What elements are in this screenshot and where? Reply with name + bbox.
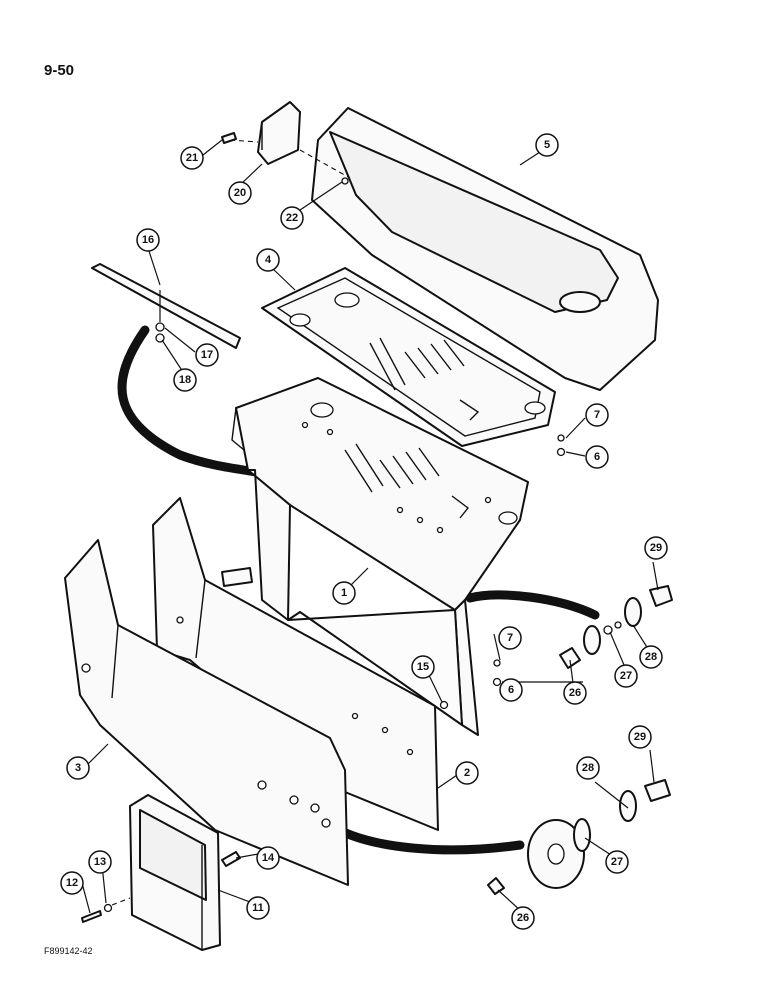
callout-26-lower: 26 (511, 906, 535, 930)
callout-4: 4 (256, 248, 280, 272)
svg-text:18: 18 (179, 374, 191, 386)
callout-22: 22 (280, 206, 304, 230)
callout-11: 11 (246, 896, 270, 920)
svg-text:27: 27 (611, 856, 623, 868)
washer-6-lower (492, 677, 502, 687)
panel-decal-part (261, 267, 556, 447)
svg-text:2: 2 (464, 767, 470, 779)
washer-17 (155, 322, 165, 332)
svg-text:3: 3 (75, 762, 81, 774)
svg-text:6: 6 (508, 684, 514, 696)
callout-16: 16 (136, 228, 160, 252)
callout-15: 15 (411, 655, 435, 679)
svg-text:17: 17 (201, 349, 213, 361)
callout-13: 13 (88, 850, 112, 874)
callout-2: 2 (455, 761, 479, 785)
lower-hardware-set (487, 779, 671, 895)
callout-7-upper: 7 (585, 403, 609, 427)
svg-text:1: 1 (341, 587, 347, 599)
callout-18: 18 (173, 368, 197, 392)
nut-15 (439, 700, 449, 710)
nut-7-lower (493, 659, 501, 667)
svg-text:6: 6 (594, 451, 600, 463)
corner-bracket-part (257, 101, 301, 165)
svg-text:15: 15 (417, 661, 429, 673)
outer-side-panel-part (64, 539, 349, 886)
callout-3: 3 (66, 756, 90, 780)
svg-text:11: 11 (252, 902, 264, 914)
callout-20: 20 (228, 181, 252, 205)
top-cover-part (311, 107, 659, 391)
insert-22 (341, 177, 349, 185)
svg-text:22: 22 (286, 212, 298, 224)
callout-6-lower: 6 (499, 678, 523, 702)
callout-14: 14 (256, 846, 280, 870)
svg-text:5: 5 (544, 139, 550, 151)
svg-text:28: 28 (582, 762, 594, 774)
callout-27-upper: 27 (614, 664, 638, 688)
svg-text:29: 29 (634, 731, 646, 743)
svg-text:12: 12 (66, 877, 78, 889)
svg-text:16: 16 (142, 234, 154, 246)
callout-29-lower: 29 (628, 725, 652, 749)
svg-text:7: 7 (507, 632, 513, 644)
display-module-part (129, 794, 221, 951)
svg-text:14: 14 (262, 852, 275, 864)
callout-28-lower: 28 (576, 756, 600, 780)
trim-strip-part (91, 263, 241, 349)
nut-7 (557, 434, 565, 442)
page-number: 9-50 (44, 62, 75, 79)
callout-17: 17 (195, 343, 219, 367)
svg-text:21: 21 (186, 152, 198, 164)
callout-12: 12 (60, 871, 84, 895)
svg-text:20: 20 (234, 187, 246, 199)
console-frame-part (221, 377, 529, 736)
wiring-harness-right (465, 590, 600, 620)
callout-26-upper: 26 (563, 681, 587, 705)
washer-6 (556, 447, 566, 457)
bolt-12 (81, 910, 102, 923)
callout-27-lower: 27 (605, 850, 629, 874)
callout-1: 1 (332, 581, 356, 605)
svg-text:28: 28 (645, 651, 657, 663)
callout-6-upper: 6 (585, 445, 609, 469)
bushing-14 (221, 851, 241, 867)
svg-text:29: 29 (650, 542, 662, 554)
figure-code: F899142-42 (44, 946, 93, 956)
svg-text:4: 4 (265, 254, 272, 266)
washer-13 (103, 903, 113, 913)
callout-5: 5 (535, 133, 559, 157)
svg-text:13: 13 (94, 856, 106, 868)
wiring-harness-lower (325, 820, 525, 855)
svg-text:26: 26 (517, 912, 529, 924)
callout-7-lower: 7 (498, 626, 522, 650)
screw-21 (221, 132, 237, 144)
svg-text:27: 27 (620, 670, 632, 682)
callout-21: 21 (180, 146, 204, 170)
callout-29-upper: 29 (644, 536, 668, 560)
svg-text:26: 26 (569, 687, 581, 699)
svg-text:7: 7 (594, 409, 600, 421)
callout-28-upper: 28 (639, 645, 663, 669)
